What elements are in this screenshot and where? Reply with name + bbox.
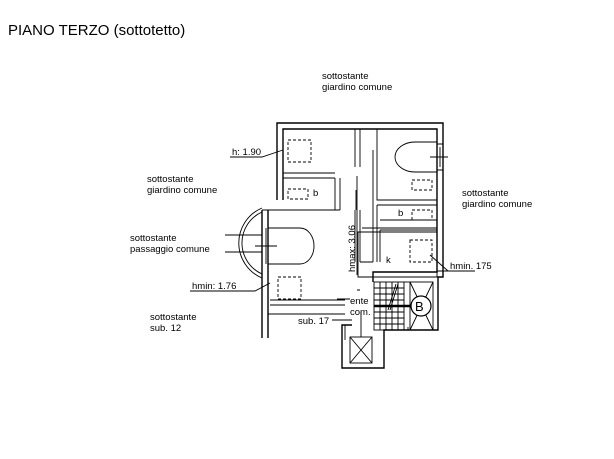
staircase bbox=[373, 281, 434, 331]
dashed-box bbox=[277, 276, 302, 300]
dashed-box bbox=[411, 209, 433, 221]
label-passage: sottostante bbox=[130, 233, 176, 244]
label-kitchen: k bbox=[386, 255, 391, 266]
label-hmin-left: hmin: 1.76 bbox=[192, 281, 236, 292]
left-room-walls bbox=[262, 209, 345, 338]
bay-window bbox=[225, 207, 263, 279]
plan-title: PIANO TERZO (sottotetto) bbox=[8, 22, 186, 39]
dashed-box bbox=[287, 188, 309, 200]
stair-marker: B bbox=[415, 299, 424, 314]
right-oval bbox=[394, 141, 437, 173]
left-wall bbox=[261, 210, 269, 338]
right-oval-cross bbox=[430, 143, 448, 171]
room-walls bbox=[283, 129, 437, 291]
label-bath: b bbox=[313, 188, 318, 199]
leader-lines bbox=[190, 149, 475, 330]
kitchen-walls bbox=[357, 231, 438, 278]
label-ente: ente bbox=[350, 296, 369, 307]
left-oval-cross bbox=[255, 228, 277, 264]
label-sub12: sub. 12 bbox=[150, 323, 181, 334]
label-height: h: 1.90 bbox=[232, 147, 261, 158]
inner-wall bbox=[282, 128, 438, 282]
label-right-garden: giardino comune bbox=[462, 199, 532, 210]
label-top-garden: giardino comune bbox=[322, 82, 392, 93]
outer-wall bbox=[276, 122, 444, 369]
label-top-garden: sottostante bbox=[322, 71, 368, 82]
dashed-box bbox=[409, 239, 433, 263]
label-sub17: sub. 17 bbox=[298, 316, 329, 327]
label-passage: passaggio comune bbox=[130, 244, 210, 255]
left-oval bbox=[268, 227, 315, 265]
dashed-box bbox=[411, 179, 433, 191]
label-hmax: hmax: 3.06 bbox=[347, 225, 358, 272]
label-ente: com. bbox=[350, 307, 371, 318]
label-bath: b bbox=[398, 208, 403, 219]
label-hmin-right: hmin. 175 bbox=[450, 261, 492, 272]
label-sub12: sottostante bbox=[150, 312, 196, 323]
label-left-garden: giardino comune bbox=[147, 185, 217, 196]
dashed-box bbox=[287, 139, 312, 163]
label-right-garden: sottostante bbox=[462, 188, 508, 199]
label-left-garden: sottostante bbox=[147, 174, 193, 185]
elevator-shaft bbox=[344, 312, 373, 364]
